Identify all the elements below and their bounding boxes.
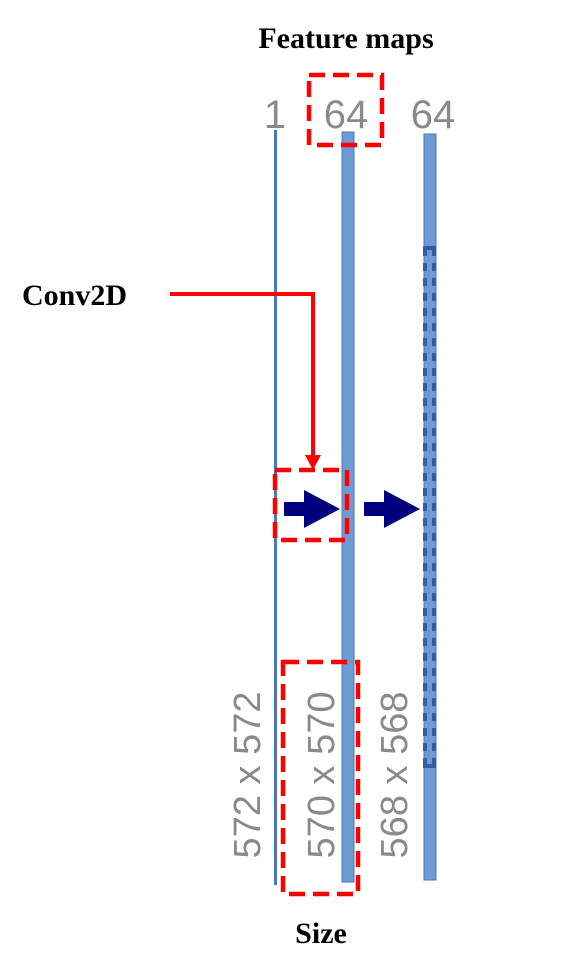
channel-label-input: 1 xyxy=(264,93,286,137)
conv-arrow-2-icon xyxy=(364,490,420,528)
highlight-box-channels xyxy=(306,72,385,148)
size-label-conv1: 570 x 570 xyxy=(301,692,343,859)
conv-arrow-1-icon xyxy=(284,490,340,528)
conv2d-pointer-arrowhead-icon xyxy=(305,455,321,470)
conv2d-pointer-line xyxy=(170,292,315,457)
feature-maps-title: Feature maps xyxy=(258,22,433,55)
highlight-box-size xyxy=(280,659,361,897)
size-label-input: 572 x 572 xyxy=(227,692,269,859)
size-label-conv2: 568 x 568 xyxy=(374,692,416,859)
size-title: Size xyxy=(295,917,347,950)
highlight-box-conv-arrow xyxy=(272,467,350,543)
conv2d-label: Conv2D xyxy=(22,279,127,312)
channel-label-conv2: 64 xyxy=(411,93,456,137)
channel-label-conv1: 64 xyxy=(324,93,369,137)
